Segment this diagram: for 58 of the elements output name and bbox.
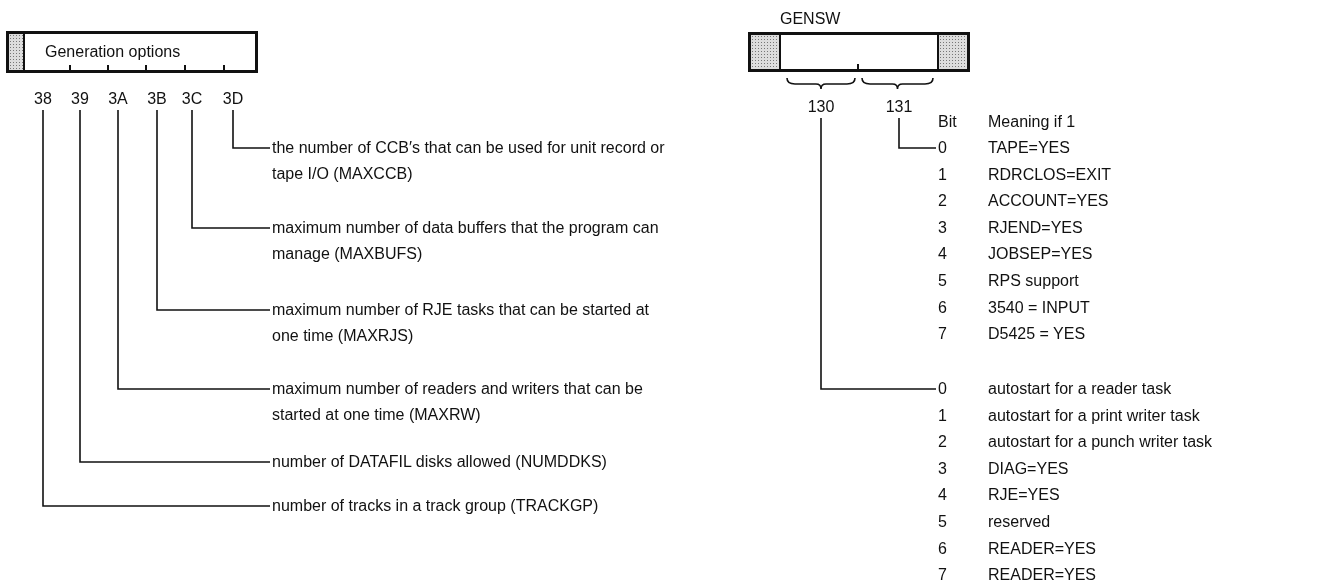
bit-meaning: DIAG=YES — [988, 458, 1069, 479]
bit-meaning: JOBSEP=YES — [988, 244, 1093, 265]
bit-meaning: TAPE=YES — [988, 138, 1070, 158]
offset-number: 3B — [142, 86, 172, 112]
field-description: maximum number of RJE tasks that can be started at one time (MAXRJS) — [272, 297, 667, 349]
offset-number: 39 — [65, 86, 95, 112]
leader-line — [898, 117, 937, 149]
bit-number: 2 — [938, 432, 947, 453]
field-description: maximum number of readers and writers that can be started at one time (MAXRW) — [272, 376, 667, 428]
bit-number: 6 — [938, 538, 947, 559]
field-description: maximum number of data buffers that the program can manage (MAXBUFS) — [272, 215, 667, 267]
leader-line — [820, 117, 937, 390]
bit-number: 5 — [938, 271, 947, 291]
bit-number: 0 — [938, 379, 947, 399]
bit-number: 0 — [938, 138, 947, 158]
bit-number: 3 — [938, 217, 947, 238]
column-heading: Bit — [938, 112, 957, 132]
leader-line — [42, 109, 271, 507]
bit-number: 4 — [938, 244, 947, 265]
field-description: number of tracks in a track group (TRACKGP) — [272, 493, 667, 519]
bit-meaning: reserved — [988, 512, 1051, 532]
bit-meaning: 3540 = INPUT — [988, 297, 1090, 318]
offset-number: 38 — [28, 86, 58, 112]
bit-meaning: autostart for a reader task — [988, 379, 1172, 399]
leader-line — [79, 109, 271, 463]
leader-line — [232, 109, 271, 149]
field-description: the number of CCB′s that can be used for unit record or tape I/O (MAXCCB) — [272, 135, 667, 187]
bit-number: 3 — [938, 458, 947, 479]
bit-meaning: RPS support — [988, 271, 1079, 291]
bit-meaning: autostart for a print writer task — [988, 405, 1200, 426]
bit-meaning: READER=YES — [988, 538, 1097, 559]
leader-line — [191, 109, 271, 229]
bit-number: 5 — [938, 512, 947, 532]
bit-number: 2 — [938, 191, 947, 212]
bit-meaning: ACCOUNT=YES — [988, 191, 1109, 212]
bit-meaning: D5425 = YES — [988, 324, 1086, 345]
field-description: number of DATAFIL disks allowed (NUMDDKS) — [272, 449, 667, 475]
bit-number: 4 — [938, 485, 947, 506]
bit-meaning: autostart for a punch writer task — [988, 432, 1213, 453]
column-heading: Meaning if 1 — [988, 112, 1076, 132]
offset-number: 3C — [177, 86, 207, 112]
offset-number: 3D — [218, 86, 248, 112]
offset-number: 130 — [806, 94, 836, 120]
bit-number: 7 — [938, 324, 947, 345]
bit-meaning: RJEND=YES — [988, 217, 1083, 238]
bit-meaning: RDRCLOS=EXIT — [988, 164, 1112, 185]
bit-number: 1 — [938, 164, 947, 185]
field-name: GENSW — [780, 9, 841, 29]
offset-number: 131 — [884, 94, 914, 120]
offset-number: 3A — [103, 86, 133, 112]
bit-number: 7 — [938, 565, 947, 580]
bit-meaning: RJE=YES — [988, 485, 1060, 506]
bit-number: 6 — [938, 297, 947, 318]
leader-line — [156, 109, 271, 311]
leader-line — [117, 109, 271, 390]
field-box: Generation options — [6, 31, 258, 73]
bit-number: 1 — [938, 405, 947, 426]
bit-meaning: READER=YES — [988, 565, 1097, 580]
